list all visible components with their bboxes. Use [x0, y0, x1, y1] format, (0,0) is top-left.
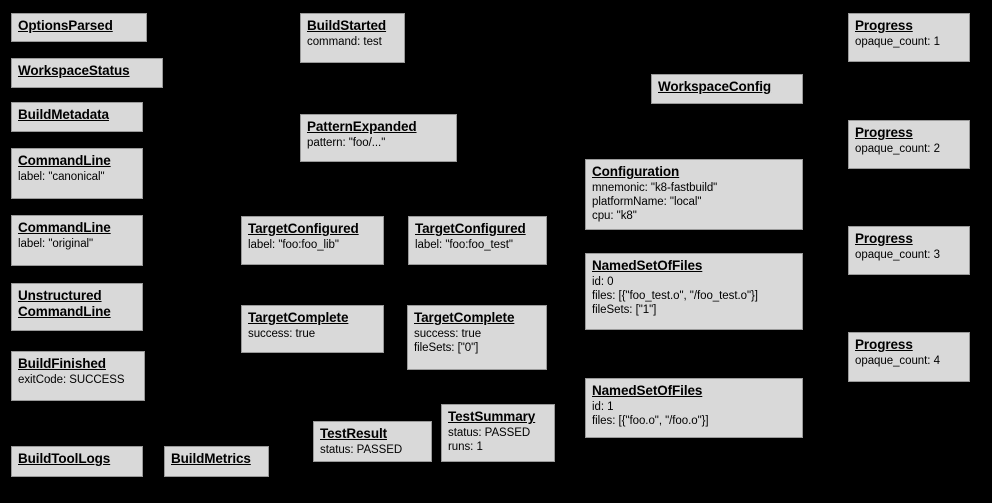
node-target-complete-foo-lib[interactable]: TargetComplete success: true	[241, 305, 384, 353]
node-title: Progress	[855, 337, 913, 352]
node-command-line-original[interactable]: CommandLine label: "original"	[11, 215, 143, 266]
node-title: TargetConfigured	[415, 221, 526, 236]
node-fields: id: 0 files: [{"foo_test.o", "/foo_test.…	[592, 276, 758, 316]
node-title: Unstructured CommandLine	[18, 288, 111, 319]
node-target-complete-foo-test[interactable]: TargetComplete success: true fileSets: ["…	[407, 305, 547, 370]
node-fields: success: true fileSets: ["0"]	[414, 328, 482, 354]
node-title: TargetComplete	[414, 310, 515, 325]
node-fields: label: "foo:foo_lib"	[248, 239, 339, 251]
node-fields: label: "foo:foo_test"	[415, 239, 513, 251]
node-fields: mnemonic: "k8-fastbuild" platformName: "…	[592, 182, 718, 222]
node-fields: opaque_count: 3	[855, 249, 940, 261]
node-configuration[interactable]: Configuration mnemonic: "k8-fastbuild" pl…	[585, 159, 803, 230]
node-title: Progress	[855, 231, 913, 246]
node-title: Progress	[855, 18, 913, 33]
node-title: BuildToolLogs	[18, 451, 111, 466]
node-unstructured-command-line[interactable]: Unstructured CommandLine	[11, 283, 143, 331]
node-title: PatternExpanded	[307, 119, 417, 134]
node-fields: pattern: "foo/..."	[307, 137, 386, 149]
node-fields: opaque_count: 1	[855, 36, 940, 48]
node-fields: opaque_count: 4	[855, 355, 940, 367]
node-build-started[interactable]: BuildStarted command: test	[300, 13, 405, 63]
node-title: NamedSetOfFiles	[592, 383, 703, 398]
node-target-configured-foo-lib[interactable]: TargetConfigured label: "foo:foo_lib"	[241, 216, 384, 265]
node-named-set-of-files-0[interactable]: NamedSetOfFiles id: 0 files: [{"foo_test.…	[585, 253, 803, 330]
node-progress-3[interactable]: Progress opaque_count: 3	[848, 226, 970, 275]
node-fields: command: test	[307, 36, 382, 48]
node-fields: opaque_count: 2	[855, 143, 940, 155]
node-progress-4[interactable]: Progress opaque_count: 4	[848, 332, 970, 382]
node-fields: success: true	[248, 328, 316, 340]
node-title: TargetComplete	[248, 310, 349, 325]
node-fields: label: "original"	[18, 238, 94, 250]
node-title: BuildMetrics	[171, 451, 251, 466]
node-build-metadata[interactable]: BuildMetadata	[11, 102, 143, 132]
node-build-tool-logs[interactable]: BuildToolLogs	[11, 446, 143, 477]
node-test-summary[interactable]: TestSummary status: PASSED runs: 1	[441, 404, 555, 462]
node-title: BuildStarted	[307, 18, 387, 33]
node-fields: status: PASSED runs: 1	[448, 427, 531, 453]
node-title: Configuration	[592, 164, 680, 179]
node-fields: label: "canonical"	[18, 171, 105, 183]
node-build-finished[interactable]: BuildFinished exitCode: SUCCESS	[11, 351, 145, 401]
node-workspace-status[interactable]: WorkspaceStatus	[11, 58, 163, 88]
node-pattern-expanded[interactable]: PatternExpanded pattern: "foo/..."	[300, 114, 457, 162]
node-test-result[interactable]: TestResult status: PASSED	[313, 421, 432, 462]
node-fields: status: PASSED	[320, 444, 403, 456]
node-fields: exitCode: SUCCESS	[18, 374, 125, 386]
node-command-line-canonical[interactable]: CommandLine label: "canonical"	[11, 148, 143, 199]
node-title: Progress	[855, 125, 913, 140]
node-title: OptionsParsed	[18, 18, 113, 33]
node-workspace-config[interactable]: WorkspaceConfig	[651, 74, 803, 104]
node-progress-1[interactable]: Progress opaque_count: 1	[848, 13, 970, 62]
node-title: BuildMetadata	[18, 107, 109, 122]
node-title: NamedSetOfFiles	[592, 258, 703, 273]
node-title: TargetConfigured	[248, 221, 359, 236]
node-title: TestSummary	[448, 409, 536, 424]
node-title: TestResult	[320, 426, 388, 441]
node-title: WorkspaceConfig	[658, 79, 772, 94]
node-title: WorkspaceStatus	[18, 63, 130, 78]
node-title: CommandLine	[18, 153, 111, 168]
node-title: BuildFinished	[18, 356, 106, 371]
node-options-parsed[interactable]: OptionsParsed	[11, 13, 147, 42]
node-target-configured-foo-test[interactable]: TargetConfigured label: "foo:foo_test"	[408, 216, 547, 265]
node-title: CommandLine	[18, 220, 111, 235]
node-named-set-of-files-1[interactable]: NamedSetOfFiles id: 1 files: [{"foo.o", "…	[585, 378, 803, 438]
node-build-metrics[interactable]: BuildMetrics	[164, 446, 269, 477]
node-progress-2[interactable]: Progress opaque_count: 2	[848, 120, 970, 169]
node-fields: id: 1 files: [{"foo.o", "/foo.o"}]	[592, 401, 709, 427]
